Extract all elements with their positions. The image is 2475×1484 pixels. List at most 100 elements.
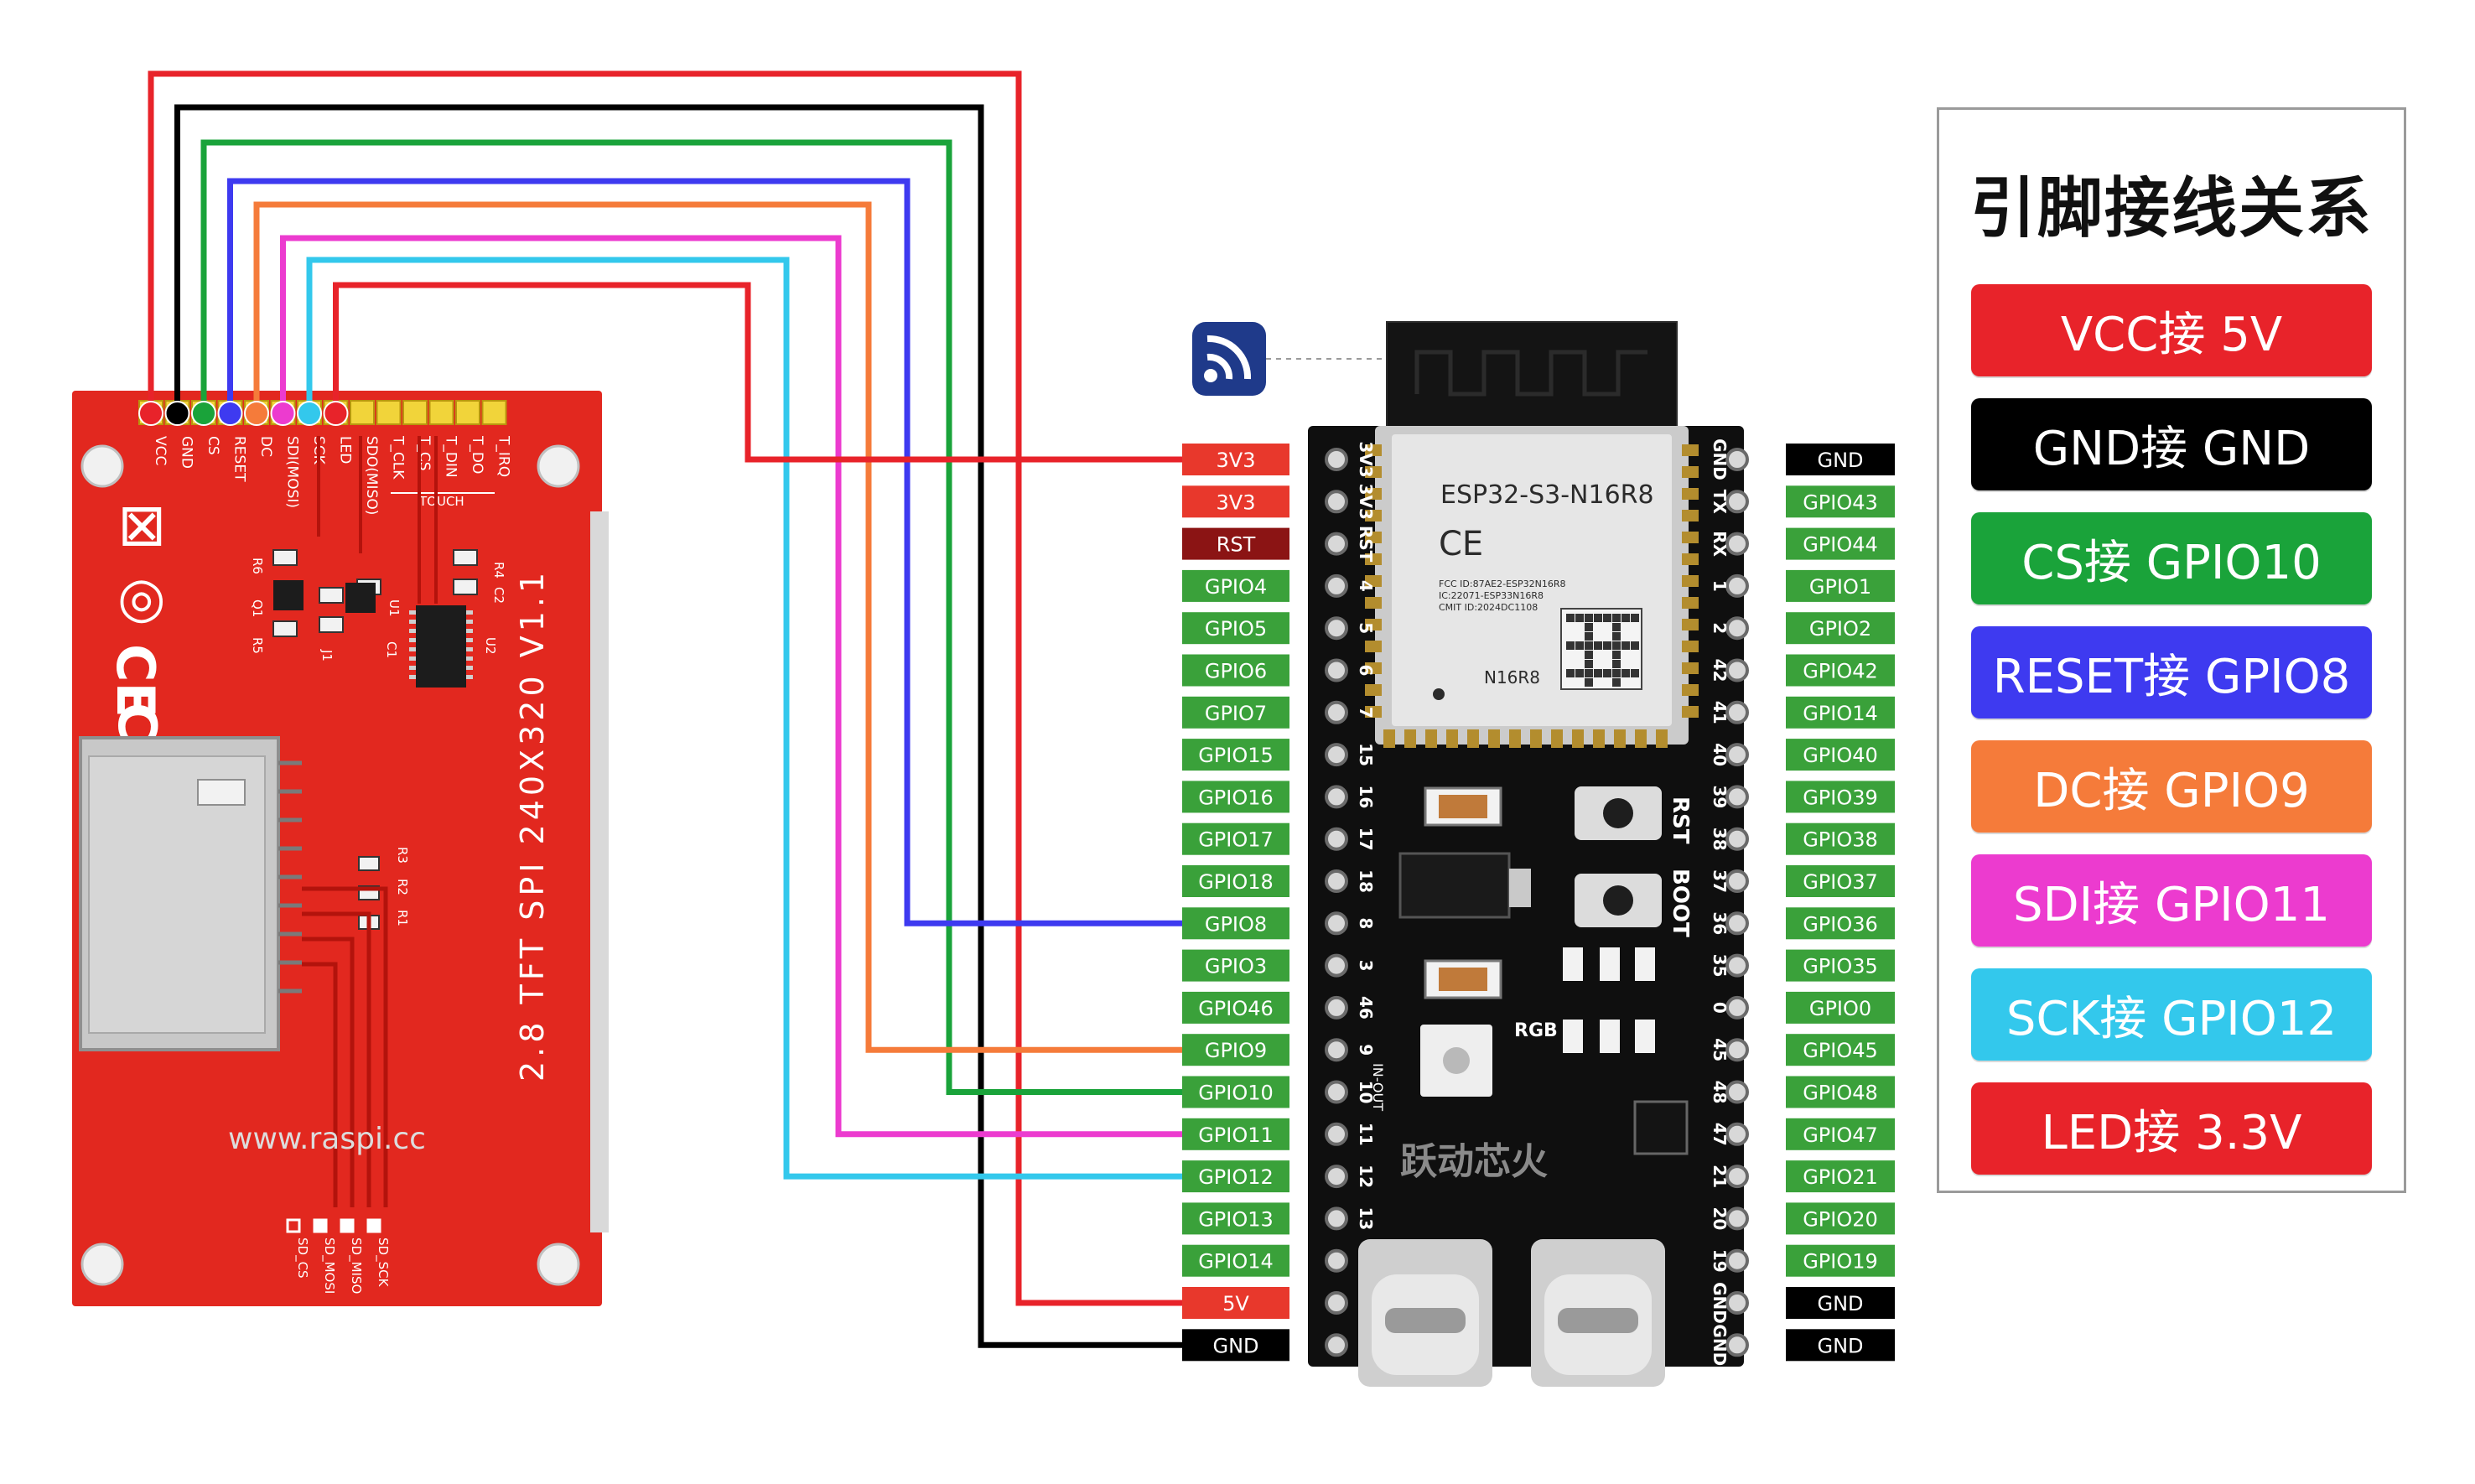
module-pad bbox=[1682, 597, 1699, 609]
module-dot bbox=[1433, 688, 1445, 700]
module-name: ESP32-S3-N16R8 bbox=[1440, 480, 1654, 510]
header-hole bbox=[1725, 1333, 1749, 1357]
header-hole bbox=[1725, 953, 1749, 978]
tft-component-label: R5 bbox=[250, 637, 265, 654]
rst-button-cap bbox=[1603, 798, 1633, 828]
header-pin bbox=[402, 400, 428, 425]
weee-icon: ⊠ bbox=[117, 490, 167, 559]
right-pin-box bbox=[1786, 1160, 1895, 1193]
right-pin-box bbox=[1786, 907, 1895, 940]
smd-resistor bbox=[1600, 947, 1620, 981]
module-pad bbox=[1365, 619, 1382, 630]
right-pin-label: GPIO20 bbox=[1803, 1207, 1878, 1231]
right-pin-label: GPIO42 bbox=[1803, 660, 1878, 683]
silk-right-label: 36 bbox=[1710, 911, 1730, 935]
module-pad bbox=[1365, 488, 1382, 500]
header-hole bbox=[1325, 911, 1348, 936]
smd-part bbox=[358, 856, 380, 871]
module-pad bbox=[1467, 729, 1479, 748]
header-hole bbox=[1325, 490, 1348, 514]
tft-pin-label: RESET bbox=[231, 436, 248, 482]
qr-cell bbox=[1603, 641, 1611, 650]
right-pin-box bbox=[1786, 1244, 1895, 1277]
rgb-led-core bbox=[1443, 1047, 1470, 1074]
module-pad bbox=[1682, 444, 1699, 456]
qr-cell bbox=[1566, 614, 1575, 622]
right-pin-label: GPIO43 bbox=[1803, 490, 1878, 514]
ic-leg bbox=[466, 620, 473, 624]
right-pin-label: GPIO35 bbox=[1803, 955, 1878, 978]
left-pin-label: GPIO8 bbox=[1205, 912, 1267, 936]
qr-cell bbox=[1621, 641, 1630, 650]
wifi-arc bbox=[1206, 335, 1252, 380]
qr-cell bbox=[1566, 669, 1575, 677]
tft-component-label: R4 bbox=[491, 562, 506, 579]
qr-cell bbox=[1603, 669, 1611, 677]
header-hole bbox=[1725, 869, 1749, 893]
header-hole bbox=[1725, 490, 1749, 514]
left-pin-label: GPIO6 bbox=[1205, 660, 1267, 683]
smd-resistor bbox=[1563, 1020, 1583, 1053]
silk-right-label: TX bbox=[1710, 490, 1730, 515]
left-pin-box bbox=[1182, 949, 1289, 982]
wifi-badge bbox=[1192, 322, 1385, 396]
left-pin-label: GPIO46 bbox=[1198, 997, 1274, 1020]
smd-cap-body bbox=[1439, 795, 1487, 818]
module-pad bbox=[1682, 662, 1699, 674]
tft-component-label: Q1 bbox=[250, 599, 265, 617]
ldo-tab bbox=[1509, 869, 1531, 907]
module-pad bbox=[1365, 641, 1382, 652]
silk-left-label: 9 bbox=[1356, 1044, 1376, 1056]
tft-pin-label: SDI(MOSI) bbox=[284, 436, 301, 508]
smd-resistor bbox=[1635, 1020, 1655, 1053]
ic-leg bbox=[409, 638, 416, 642]
wifi-icon bbox=[1192, 322, 1266, 396]
silk-right-label: 21 bbox=[1710, 1165, 1730, 1188]
tft-component-label: R3 bbox=[395, 847, 410, 864]
left-pin-label: GPIO5 bbox=[1205, 617, 1267, 641]
module-pad bbox=[1682, 619, 1699, 630]
ldo-regulator bbox=[1398, 852, 1511, 919]
left-pin-label: RST bbox=[1217, 533, 1256, 557]
right-pin-box bbox=[1786, 1076, 1895, 1108]
silk-left-label: 18 bbox=[1356, 869, 1376, 893]
module-ce: CE bbox=[1439, 525, 1483, 563]
module-pad bbox=[1365, 575, 1382, 587]
right-pin-label: GPIO0 bbox=[1809, 997, 1871, 1020]
silk-right-label: 35 bbox=[1710, 954, 1730, 978]
silk-left-label: 11 bbox=[1356, 1123, 1376, 1146]
ic-leg bbox=[409, 647, 416, 651]
smd-part bbox=[272, 549, 298, 566]
header-pin bbox=[350, 400, 375, 425]
header-hole bbox=[1325, 995, 1348, 1020]
legend-item: SDI接 GPIO11 bbox=[1971, 854, 2372, 947]
module-cert: IC:22071-ESP33N16R8 bbox=[1439, 590, 1544, 601]
header-hole bbox=[1325, 1122, 1348, 1146]
left-pin-box bbox=[1182, 865, 1289, 897]
right-pin-label: GPIO14 bbox=[1803, 702, 1878, 725]
header-pin bbox=[481, 400, 507, 425]
module-pad bbox=[1365, 532, 1382, 543]
silk-left-label: 16 bbox=[1356, 785, 1376, 808]
silk-left-label: 3V3 bbox=[1356, 441, 1376, 477]
module-pad bbox=[1509, 729, 1521, 748]
tft-pin-label: T_DIN bbox=[443, 435, 459, 478]
header-hole bbox=[1725, 911, 1749, 936]
ic-leg bbox=[409, 620, 416, 624]
left-pin-box bbox=[1182, 696, 1289, 729]
module-pad bbox=[1682, 706, 1699, 718]
rohs-icon: ◎ bbox=[117, 565, 166, 630]
silk-left-label: 13 bbox=[1356, 1206, 1376, 1230]
tft-pin-label: VCC bbox=[152, 436, 169, 465]
usb-bridge-chip bbox=[1633, 1100, 1689, 1155]
left-pin-label: 3V3 bbox=[1217, 449, 1256, 472]
wire-end-cs bbox=[191, 401, 216, 426]
ic-chip bbox=[416, 605, 466, 688]
left-pin-box bbox=[1182, 1202, 1289, 1235]
tft-pin-label: DC bbox=[257, 436, 274, 457]
wire-reset bbox=[227, 178, 1182, 926]
header-hole bbox=[1325, 658, 1348, 682]
mount-hole bbox=[80, 1243, 124, 1286]
